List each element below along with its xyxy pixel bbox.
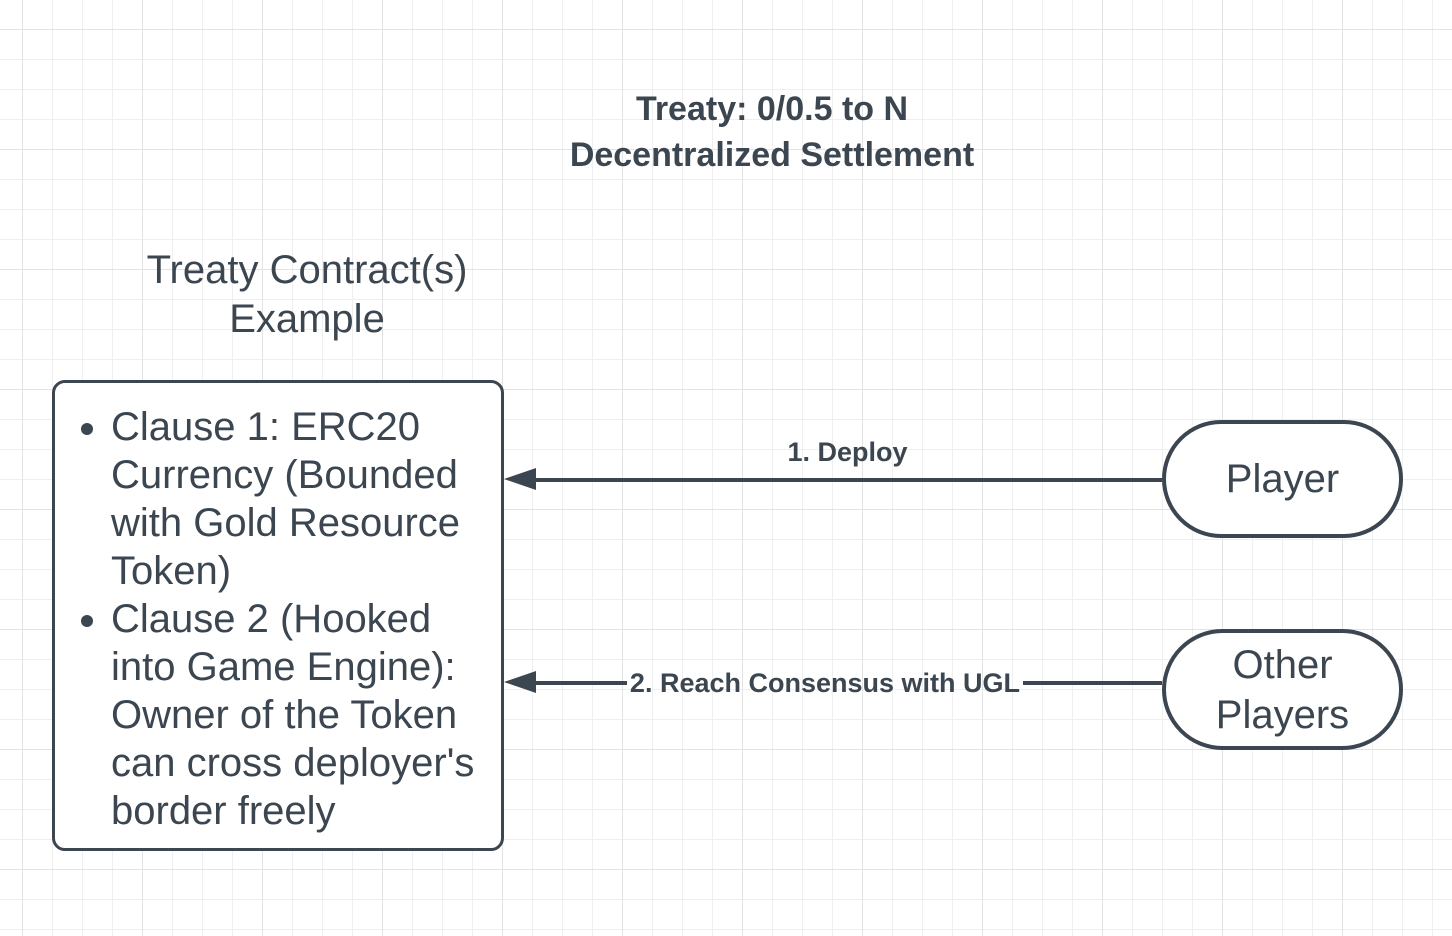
consensus-edge-line[interactable]: 2. Reach Consensus with UGL — [533, 665, 1162, 701]
other-players-node-label: Other Players — [1215, 642, 1350, 737]
consensus-edge-segment-left — [533, 681, 627, 685]
consensus-edge-segment-right — [1023, 681, 1162, 685]
deploy-edge-line[interactable] — [533, 478, 1162, 482]
diagram-title-line-1: Treaty: 0/0.5 to N — [635, 90, 909, 128]
clause-list: Clause 1: ERC20 Currency (Bounded with G… — [55, 403, 483, 835]
clause-item-2: Clause 2 (Hooked into Game Engine): Owne… — [111, 595, 483, 835]
contract-box-caption-line-1: Treaty Contract(s) — [146, 248, 468, 292]
player-node[interactable]: Player — [1162, 420, 1403, 538]
contract-box-caption: Treaty Contract(s) Example — [107, 246, 507, 344]
consensus-edge-arrowhead-icon — [504, 671, 536, 693]
contract-box-caption-line-2: Example — [229, 297, 385, 341]
diagram-title: Treaty: 0/0.5 to N Decentralized Settlem… — [376, 86, 1168, 178]
other-players-node[interactable]: Other Players — [1162, 629, 1403, 750]
treaty-contract-node[interactable]: Clause 1: ERC20 Currency (Bounded with G… — [52, 380, 504, 851]
clause-item-1: Clause 1: ERC20 Currency (Bounded with G… — [111, 403, 483, 595]
player-node-label: Player — [1225, 457, 1340, 501]
consensus-edge-label: 2. Reach Consensus with UGL — [629, 668, 1020, 698]
diagram-title-line-2: Decentralized Settlement — [569, 136, 975, 174]
deploy-edge-label: 1. Deploy — [787, 437, 908, 467]
deploy-edge-arrowhead-icon — [504, 468, 536, 490]
